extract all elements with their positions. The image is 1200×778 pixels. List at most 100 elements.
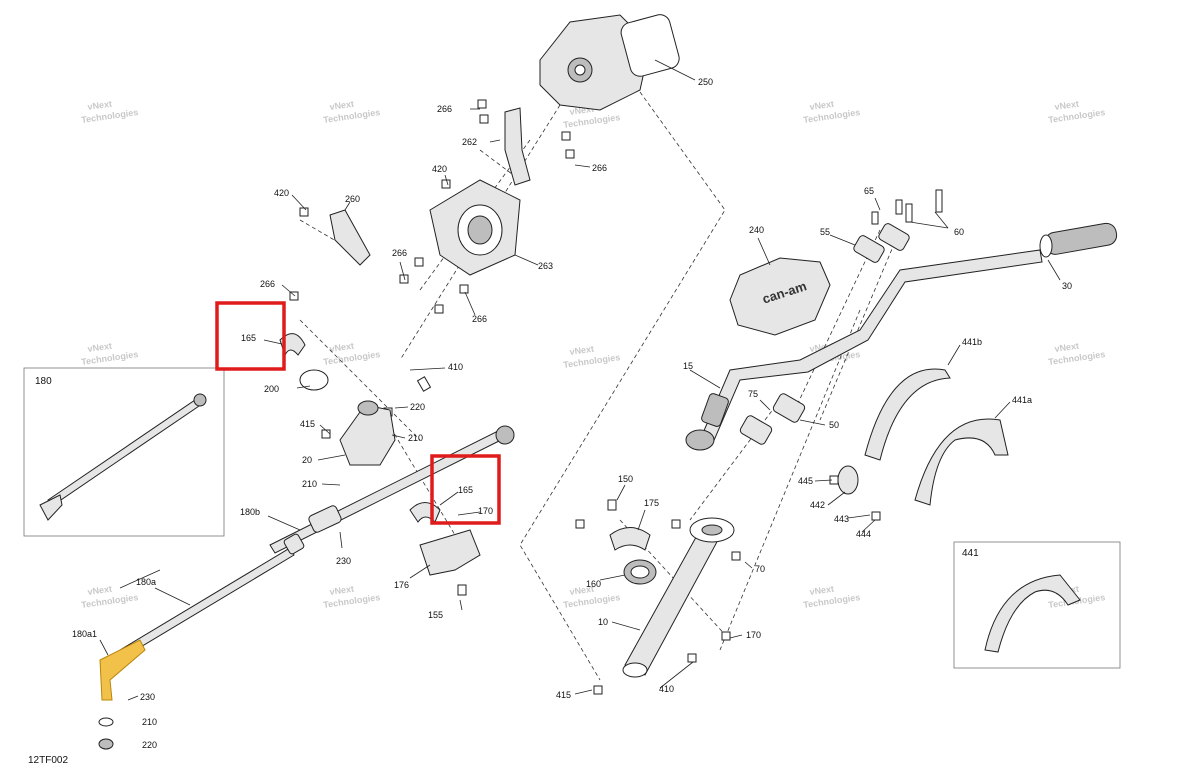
bracket-262 [489,107,531,186]
svg-text:vNext: vNext [809,584,835,597]
callout-60: 60 [954,227,964,237]
callout-75: 75 [748,389,758,399]
callout-165: 165 [458,485,473,495]
highlight-box-165-lower [430,454,501,525]
bottom-fasteners [98,695,139,750]
svg-text:vNext: vNext [329,584,355,597]
callout-50: 50 [829,420,839,430]
callout-200: 200 [264,384,279,394]
watermark: vNext Technologies [323,341,381,367]
callout-442: 442 [810,500,825,510]
callout-15: 15 [683,361,693,371]
callout-155: 155 [428,610,443,620]
callout-20: 20 [302,455,312,465]
callout-410: 410 [659,684,674,694]
tie-rod-inset-box [23,367,225,537]
bolts [289,99,943,695]
watermark: vNext Technologies [81,584,139,610]
svg-text:vNext: vNext [1054,341,1080,354]
callout-160: 160 [586,579,601,589]
tie-rod-main [269,425,515,554]
inset-tie-rod [39,393,207,521]
svg-text:vNext: vNext [87,99,113,112]
callout-441b: 441b [962,337,982,347]
handlebar-pad: can-am [729,257,831,336]
tie-rod-inset-label: 180 [35,376,52,387]
callout-445: 445 [798,476,813,486]
bracket-260 [329,201,371,266]
callout-220: 220 [410,402,425,412]
lower-bracket [419,529,481,596]
callout-262: 262 [462,137,477,147]
callout-420: 420 [432,164,447,174]
steering-column [622,517,735,678]
callout-labels: 250 266 262 266 420 420 260 266 263 266 … [72,77,1072,750]
handlebar-clamps [739,223,910,445]
callout-444: 444 [856,529,871,539]
callout-210: 210 [142,717,157,727]
callout-220: 220 [142,740,157,750]
callout-55: 55 [820,227,830,237]
power-steering-unit [539,14,696,111]
callout-263: 263 [538,261,553,271]
callout-210: 210 [302,479,317,489]
svg-text:vNext: vNext [87,341,113,354]
svg-text:vNext: vNext [1054,99,1080,112]
callout-240: 240 [749,225,764,235]
callout-266: 266 [437,104,452,114]
callout-410: 410 [448,362,463,372]
callout-230: 230 [336,556,351,566]
callout-170: 170 [746,630,761,640]
callout-175: 175 [644,498,659,508]
callout-266: 266 [592,163,607,173]
tie-rod-180a [119,533,305,658]
callout-266: 266 [472,314,487,324]
callout-10: 10 [598,617,608,627]
handlebar-grip [1039,222,1118,258]
hand-guards [864,368,1081,653]
callout-176: 176 [394,580,409,590]
callout-266: 266 [260,279,275,289]
watermark: vNext Technologies [1048,99,1106,125]
watermark: vNext Technologies [81,99,139,125]
watermark: vNext Technologies [1048,341,1106,367]
callout-250: 250 [698,77,713,87]
diagram-code: 12TF002 [28,755,68,766]
callout-70: 70 [755,564,765,574]
watermark: vNext Technologies [803,99,861,125]
watermark: vNext Technologies [803,584,861,610]
svg-text:vNext: vNext [569,584,595,597]
callout-420: 420 [274,188,289,198]
callout-165: 165 [241,333,256,343]
callout-260: 260 [345,194,360,204]
callout-415: 415 [556,690,571,700]
callout-65: 65 [864,186,874,196]
watermark: vNext Technologies [323,584,381,610]
callout-230: 230 [140,692,155,702]
highlight-box-165-upper [215,301,286,371]
svg-text:vNext: vNext [87,584,113,597]
svg-text:vNext: vNext [329,99,355,112]
watermark: vNext Technologies [563,344,621,370]
callout-180a1: 180a1 [72,629,97,639]
callout-30: 30 [1062,281,1072,291]
callout-210: 210 [408,433,423,443]
callout-415: 415 [300,419,315,429]
handlebar [685,249,1043,451]
grip-inset-box [953,541,1121,669]
callout-170: 170 [478,506,493,516]
svg-text:vNext: vNext [809,99,835,112]
watermark: vNext Technologies [81,341,139,367]
callout-266: 266 [392,248,407,258]
mounting-bracket [429,179,539,276]
svg-text:vNext: vNext [569,344,595,357]
callout-443: 443 [834,514,849,524]
callout-180a: 180a [136,577,156,587]
svg-text:vNext: vNext [329,341,355,354]
callout-180b: 180b [240,507,260,517]
grip-inset-label: 441 [962,548,979,559]
leader-lines [99,108,1061,695]
collar [837,465,859,495]
watermark: vNext Technologies [323,99,381,125]
